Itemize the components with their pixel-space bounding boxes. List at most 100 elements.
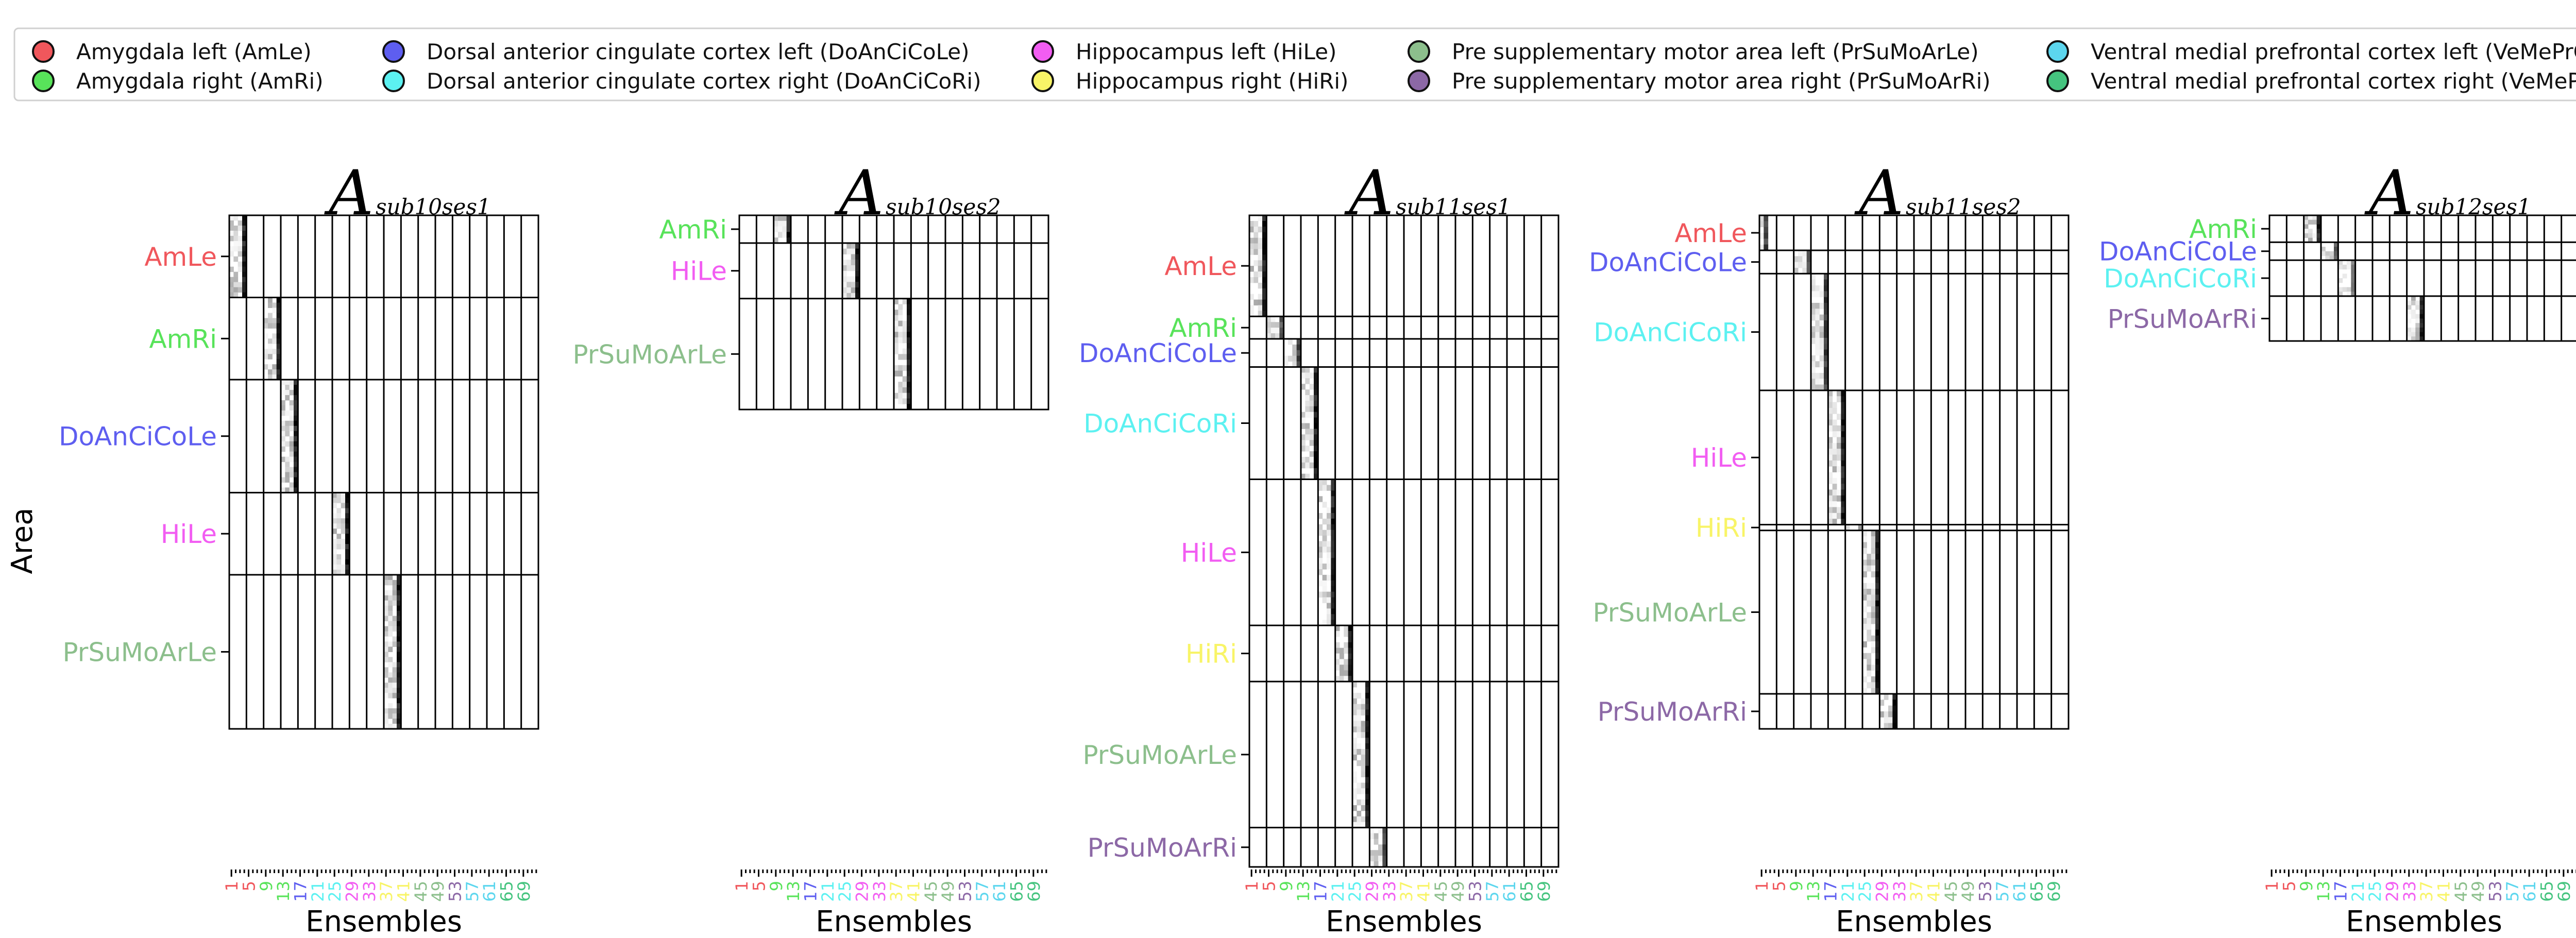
x-tick-label: 45 — [411, 881, 431, 902]
heatmap-cell — [1815, 344, 1820, 350]
heatmap-cell — [778, 220, 783, 227]
x-tick-label: 69 — [1534, 881, 1554, 902]
x-tick-label: 69 — [514, 881, 534, 902]
x-tick-label: 29 — [1363, 881, 1382, 902]
heatmap-cell — [1357, 799, 1362, 806]
heatmap-cell — [1875, 554, 1880, 560]
heatmap-cell — [281, 431, 285, 437]
heatmap-cell — [907, 343, 911, 349]
heatmap-cell — [1841, 449, 1846, 455]
heatmap-cell — [1793, 256, 1799, 263]
heatmap-cell — [276, 344, 281, 349]
heatmap-cell — [1314, 400, 1318, 407]
heatmap-cell — [1815, 379, 1820, 385]
heatmap-cell — [1258, 299, 1263, 305]
heatmap-cell — [1862, 536, 1867, 542]
heatmap-cell — [242, 271, 247, 278]
heatmap-cell — [1348, 642, 1353, 649]
heatmap-cell — [2419, 305, 2425, 310]
x-tick-label: 9 — [2297, 881, 2316, 891]
heatmap-cell — [1378, 844, 1383, 850]
x-tick-label: 13 — [2314, 881, 2333, 902]
heatmap-cell — [392, 641, 397, 647]
heatmap-cell — [397, 677, 401, 683]
heatmap-cell — [2303, 224, 2309, 229]
heatmap-cell — [1344, 664, 1349, 671]
heatmap-cell — [1832, 402, 1837, 408]
legend-marker — [1031, 70, 1054, 92]
x-tick-label: 57 — [1483, 881, 1502, 902]
heatmap-cell — [397, 698, 401, 704]
x-tick-label: 65 — [2027, 881, 2047, 902]
heatmap-cell — [397, 626, 401, 632]
heatmap-cell — [341, 564, 346, 570]
heatmap-cell — [1270, 333, 1276, 339]
x-tick-label: 61 — [480, 881, 499, 902]
heatmap-cell — [1862, 688, 1867, 694]
heatmap-cell — [1314, 412, 1318, 418]
heatmap-cell — [2415, 300, 2420, 305]
heatmap-cell — [1331, 603, 1336, 609]
x-tick-label: 1 — [2262, 881, 2282, 891]
heatmap-cell — [2415, 336, 2420, 342]
heatmap-cell — [341, 498, 346, 503]
heatmap-cell — [242, 282, 247, 288]
heatmap-cell — [1357, 788, 1362, 794]
heatmap-cell — [294, 462, 298, 468]
heatmap-cell — [1867, 554, 1872, 560]
heatmap-cell — [1875, 600, 1880, 607]
heatmap-cell — [2419, 323, 2425, 328]
heatmap-cell — [1759, 215, 1764, 221]
heatmap-cell — [1322, 518, 1327, 525]
heatmap-cell — [1327, 552, 1331, 558]
heatmap-cell — [907, 393, 911, 399]
heatmap-cell — [1352, 738, 1357, 744]
heatmap-frame — [1248, 214, 1560, 868]
heatmap-cell — [336, 492, 342, 498]
heatmap-cell — [1331, 524, 1336, 531]
heatmap-cell — [1369, 850, 1375, 856]
heatmap-cell — [1331, 490, 1336, 497]
heatmap-cell — [1862, 624, 1867, 630]
heatmap-cell — [1309, 456, 1314, 463]
heatmap-cell — [332, 503, 337, 508]
heatmap-cell — [1828, 477, 1833, 484]
heatmap-cell — [1871, 664, 1876, 671]
heatmap-cell — [2308, 237, 2313, 243]
x-axis-label: Ensembles — [1836, 905, 1992, 938]
heatmap-cell — [289, 385, 294, 390]
heatmap-cell — [778, 226, 783, 232]
legend-label: Dorsal anterior cingulate cortex right (… — [427, 69, 981, 94]
heatmap-cell — [1253, 260, 1259, 266]
heatmap-cell — [285, 420, 290, 427]
heatmap-cell — [336, 508, 342, 514]
heatmap-cell — [894, 326, 899, 332]
heatmap-cell — [778, 232, 783, 238]
heatmap-cell — [1331, 580, 1336, 587]
heatmap-cell — [345, 564, 350, 570]
heatmap-cell — [1806, 250, 1811, 257]
heatmap-cell — [1335, 653, 1340, 660]
heatmap-cell — [1322, 485, 1327, 491]
heatmap-cell — [285, 472, 290, 477]
heatmap-cell — [1841, 489, 1846, 496]
heatmap-cell — [1815, 285, 1820, 292]
heatmap-cell — [1862, 594, 1867, 601]
x-tick-label: 1 — [1242, 881, 1262, 891]
heatmap-cell — [1318, 558, 1323, 564]
x-tick-label: 33 — [1890, 881, 1909, 902]
heatmap-cell — [1841, 460, 1846, 467]
heatmap-cell — [276, 349, 281, 354]
heatmap-cell — [1837, 466, 1841, 472]
heatmap-cell — [238, 220, 243, 226]
heatmap-cell — [1828, 489, 1833, 496]
heatmap-cell — [1365, 743, 1370, 749]
legend-label: Hippocampus left (HiLe) — [1076, 39, 1336, 64]
heatmap-cell — [1875, 559, 1880, 566]
heatmap-cell — [1867, 565, 1872, 572]
heatmap-cell — [388, 590, 393, 596]
heatmap-cell — [1374, 856, 1379, 862]
heatmap-cell — [242, 277, 247, 283]
heatmap-cell — [1365, 782, 1370, 789]
heatmap-cell — [289, 410, 294, 416]
